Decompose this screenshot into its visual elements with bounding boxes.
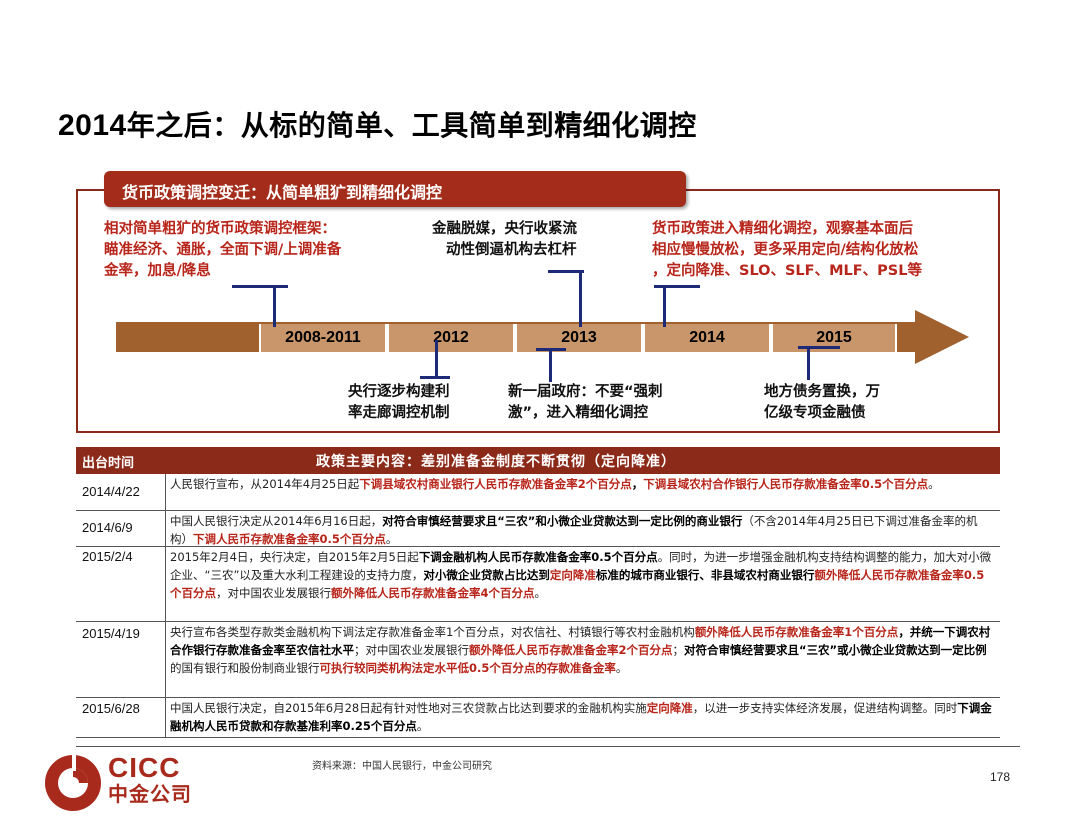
row-text-segment: 对符合审慎经营要求且“三农”和小微企业贷款达到一定比例的商业银行 bbox=[382, 514, 743, 528]
timeline-segment-2012: 2012 bbox=[387, 324, 515, 352]
table-row: 2015/6/28 中国人民银行决定，自2015年6月28日起有针对性地对三农贷… bbox=[76, 698, 1000, 738]
connector-2008-v bbox=[273, 285, 276, 327]
row-content: 人民银行宣布，从2014年4月25日起下调县域农村商业银行人民币存款准备金率2个… bbox=[170, 475, 994, 493]
row-text-segment: （不含2014年4月25日已下调过准备金率的机构） bbox=[170, 514, 978, 546]
row-text-segment: ， bbox=[631, 477, 644, 491]
row-text-segment: 下调金融机构人民币存款准备金率0.5个百分点 bbox=[418, 550, 658, 564]
row-text-segment: ； bbox=[672, 643, 685, 657]
timeline-segment-2008-2011: 2008-2011 bbox=[259, 324, 387, 352]
connector-2012-v bbox=[435, 340, 438, 378]
row-text-segment: ；对中国农业发展银行 bbox=[354, 643, 469, 657]
row-date: 2015/2/4 bbox=[82, 549, 133, 564]
row-text-segment: 。同时，为进一步增强金融机构支持结构调整的能力，加大对小微企业、“三农”以及重大… bbox=[170, 550, 992, 582]
column-header-date: 出台时间 bbox=[82, 456, 135, 471]
note-2015: 地方债务置换，万 亿级专项金融债 bbox=[764, 384, 880, 421]
source-note: 资料来源：中国人民银行，中金公司研究 bbox=[312, 761, 492, 772]
row-text-segment: 额外降低人民币存款准备金率2个百分点 bbox=[469, 643, 673, 657]
note-2014: 货币政策进入精细化调控，观察基本面后 相应慢慢放松，更多采用定向/结构化放松 ，… bbox=[652, 221, 922, 279]
row-date: 2015/4/19 bbox=[82, 626, 140, 641]
row-text-segment: ，对中国农业发展银行 bbox=[216, 586, 331, 600]
table-row: 2014/4/22 人民银行宣布，从2014年4月25日起下调县域农村商业银行人… bbox=[76, 474, 1000, 511]
row-text-segment: 人民银行宣布，从2014年4月25日起 bbox=[170, 477, 360, 491]
page-number: 178 bbox=[990, 770, 1011, 784]
connector-2012-h bbox=[420, 376, 450, 379]
timeline-segment-2013: 2013 bbox=[515, 324, 643, 352]
row-text-segment: 下调人民币存款准备金率0.5个百分点 bbox=[193, 532, 386, 546]
row-date: 2015/6/28 bbox=[82, 701, 140, 716]
row-content: 央行宣布各类型存款类金融机构下调法定存款准备金率1个百分点，对农信社、村镇银行等… bbox=[170, 623, 994, 677]
row-text-segment: ，并统一下调农村合作银行存款准备金率至农信社水平 bbox=[170, 625, 991, 657]
table-row: 2015/4/19 央行宣布各类型存款类金融机构下调法定存款准备金率1个百分点，… bbox=[76, 622, 1000, 698]
row-text-segment: 中国人民银行决定从2014年6月16日起， bbox=[170, 514, 383, 528]
note-2013-top: 金融脱媒，央行收紧流 动性倒逼机构去杠杆 bbox=[432, 221, 577, 258]
table-row: 2015/2/4 2015年2月4日，央行决定，自2015年2月5日起下调金融机… bbox=[76, 547, 1000, 622]
row-text-segment: 。 bbox=[534, 586, 547, 600]
row-text-segment: 。 bbox=[928, 477, 940, 491]
row-text-segment: 额外降低人民币存款准备金率1个百分点 bbox=[694, 625, 899, 639]
connector-2015-v bbox=[807, 346, 810, 380]
connector-2013top-v bbox=[579, 270, 582, 327]
row-text-segment: 定向降准 bbox=[549, 568, 596, 582]
timeline-header: 货币政策调控变迁：从简单粗犷到精细化调控 bbox=[104, 171, 686, 207]
row-text-segment: 2015年2月4日，央行决定，自2015年2月5日起 bbox=[170, 550, 419, 564]
row-content: 2015年2月4日，央行决定，自2015年2月5日起下调金融机构人民币存款准备金… bbox=[170, 548, 994, 602]
row-text-segment: 央行宣布各类型存款类金融机构下调法定存款准备金率1个百分点，对农信社、村镇银行等… bbox=[170, 625, 695, 639]
connector-2013bottom-v bbox=[549, 348, 552, 382]
row-text-segment: 额外降低人民币存款准备金率4个百分点 bbox=[331, 586, 535, 600]
connector-2014-h bbox=[654, 285, 700, 288]
row-text-segment: 定向降准 bbox=[646, 701, 693, 715]
row-text-segment: 中国人民银行决定，自2015年6月28日起有针对性地对三农贷款占比达到要求的金融… bbox=[170, 701, 647, 715]
row-text-segment: 的国有银行和股份制商业银行 bbox=[170, 661, 320, 675]
connector-2008-h bbox=[232, 285, 288, 288]
cicc-logo-text: CICC 中金公司 bbox=[108, 752, 192, 807]
cicc-logo-icon bbox=[45, 755, 101, 811]
note-2013-bottom: 新一届政府：不要“强刺 激”，进入精细化调控 bbox=[508, 384, 663, 421]
connector-2015-h bbox=[798, 346, 840, 349]
note-2008-2011: 相对简单粗犷的货币政策调控框架： 瞄准经济、通胀，全面下调/上调准备 金率，加息… bbox=[104, 221, 342, 279]
row-content: 中国人民银行决定，自2015年6月28日起有针对性地对三农贷款占比达到要求的金融… bbox=[170, 699, 994, 735]
row-date: 2014/4/22 bbox=[82, 484, 140, 499]
table-header: 出台时间 政策主要内容：差别准备金制度不断贯彻（定向降准） bbox=[76, 447, 1000, 474]
row-text-segment: ，以进一步支持实体经济发展，促进结构调整。同时 bbox=[692, 701, 958, 715]
connector-2013top-h bbox=[548, 270, 584, 273]
footer-divider bbox=[76, 746, 1020, 747]
row-text-segment: 对符合审慎经营要求且“三农”或小微企业贷款达到一定比例 bbox=[684, 643, 987, 657]
timeline-arrowhead bbox=[915, 310, 969, 364]
row-text-segment: 。 bbox=[615, 661, 628, 675]
row-text-segment: 下调县域农村商业银行人民币存款准备金率2个百分点 bbox=[359, 477, 632, 491]
row-text-segment: 。 bbox=[385, 532, 398, 546]
row-text-segment: 额外降低人民币存款准备金率0.5个百分点 bbox=[170, 568, 985, 600]
row-content: 中国人民银行决定从2014年6月16日起，对符合审慎经营要求且“三农”和小微企业… bbox=[170, 512, 994, 548]
row-text-segment: 下调县域农村合作银行人民币存款准备金率0.5个百分点 bbox=[643, 477, 929, 491]
note-2012: 央行逐步构建利 率走廊调控机制 bbox=[348, 384, 450, 421]
row-text-segment: 下调金融机构人民币贷款和存款基准利率0.25个百分点 bbox=[170, 701, 992, 733]
timeline-segment-2014: 2014 bbox=[643, 324, 771, 352]
connector-2013bottom-h bbox=[536, 348, 566, 351]
column-header-content: 政策主要内容：差别准备金制度不断贯彻（定向降准） bbox=[316, 454, 676, 470]
row-date: 2014/6/9 bbox=[82, 520, 133, 535]
connector-2014-v bbox=[663, 285, 666, 327]
row-text-segment: 对小微企业贷款占比达到 bbox=[423, 568, 550, 582]
table-row: 2014/6/9 中国人民银行决定从2014年6月16日起，对符合审慎经营要求且… bbox=[76, 511, 1000, 547]
row-text-segment: 。 bbox=[416, 719, 429, 733]
row-text-segment: 标准的城市商业银行、非县域农村商业银行 bbox=[595, 568, 815, 582]
page-title: 2014年之后：从标的简单、工具简单到精细化调控 bbox=[58, 109, 697, 142]
row-text-segment: 可执行较同类机构法定水平低0.5个百分点的存款准备金率 bbox=[319, 661, 616, 675]
